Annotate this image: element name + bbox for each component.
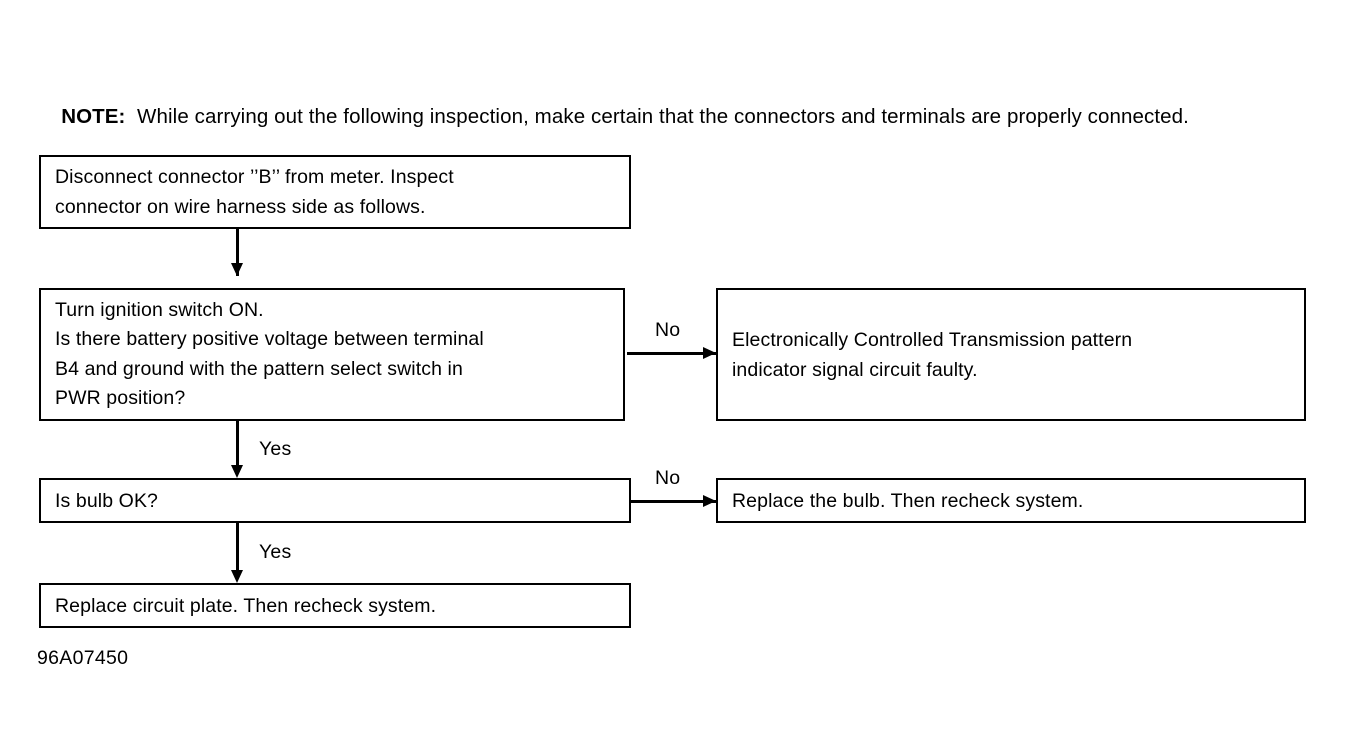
connector-disconnect-to-ignition <box>236 229 239 276</box>
flow-box-disconnect-connector-text: Disconnect connector ’’B’’ from meter. I… <box>55 166 454 218</box>
flow-box-ignition-voltage-check-text: Turn ignition switch ON. Is there batter… <box>55 298 484 410</box>
note-paragraph: NOTE: While carrying out the following i… <box>38 70 1303 163</box>
flow-box-replace-circuit-plate-text: Replace circuit plate. Then recheck syst… <box>55 594 437 617</box>
edge-label-no-ignition: No <box>655 319 681 341</box>
flow-box-is-bulb-ok: Is bulb OK? <box>39 478 631 523</box>
flow-box-ignition-voltage-check: Turn ignition switch ON. Is there batter… <box>39 288 625 421</box>
arrowhead-down-icon <box>231 465 243 478</box>
flow-box-is-bulb-ok-text: Is bulb OK? <box>55 489 158 512</box>
connector-bulb-to-replace-plate <box>236 523 239 571</box>
flow-box-ect-indicator-circuit-faulty-text: Electronically Controlled Transmission p… <box>732 328 1133 381</box>
flow-box-disconnect-connector: Disconnect connector ’’B’’ from meter. I… <box>39 155 631 229</box>
note-text: While carrying out the following inspect… <box>125 105 1189 128</box>
figure-reference-code: 96A07450 <box>37 647 129 669</box>
edge-label-no-bulb: No <box>655 467 681 489</box>
note-label: NOTE: <box>61 105 126 128</box>
arrowhead-down-icon <box>231 570 243 583</box>
arrowhead-down-icon <box>231 263 243 276</box>
edge-label-yes-ignition: Yes <box>259 438 292 460</box>
edge-label-yes-bulb: Yes <box>259 541 292 563</box>
connector-ignition-to-bulb-check <box>236 421 239 466</box>
arrowhead-right-icon <box>703 347 716 359</box>
flow-box-replace-circuit-plate: Replace circuit plate. Then recheck syst… <box>39 583 631 628</box>
flow-box-replace-the-bulb-text: Replace the bulb. Then recheck system. <box>732 489 1084 512</box>
connector-bulb-to-replace-bulb <box>629 500 719 503</box>
flow-box-replace-the-bulb: Replace the bulb. Then recheck system. <box>716 478 1306 523</box>
connector-ignition-to-ect-fault <box>627 352 719 355</box>
flow-box-ect-indicator-circuit-faulty: Electronically Controlled Transmission p… <box>716 288 1306 421</box>
arrowhead-right-icon <box>703 495 716 507</box>
